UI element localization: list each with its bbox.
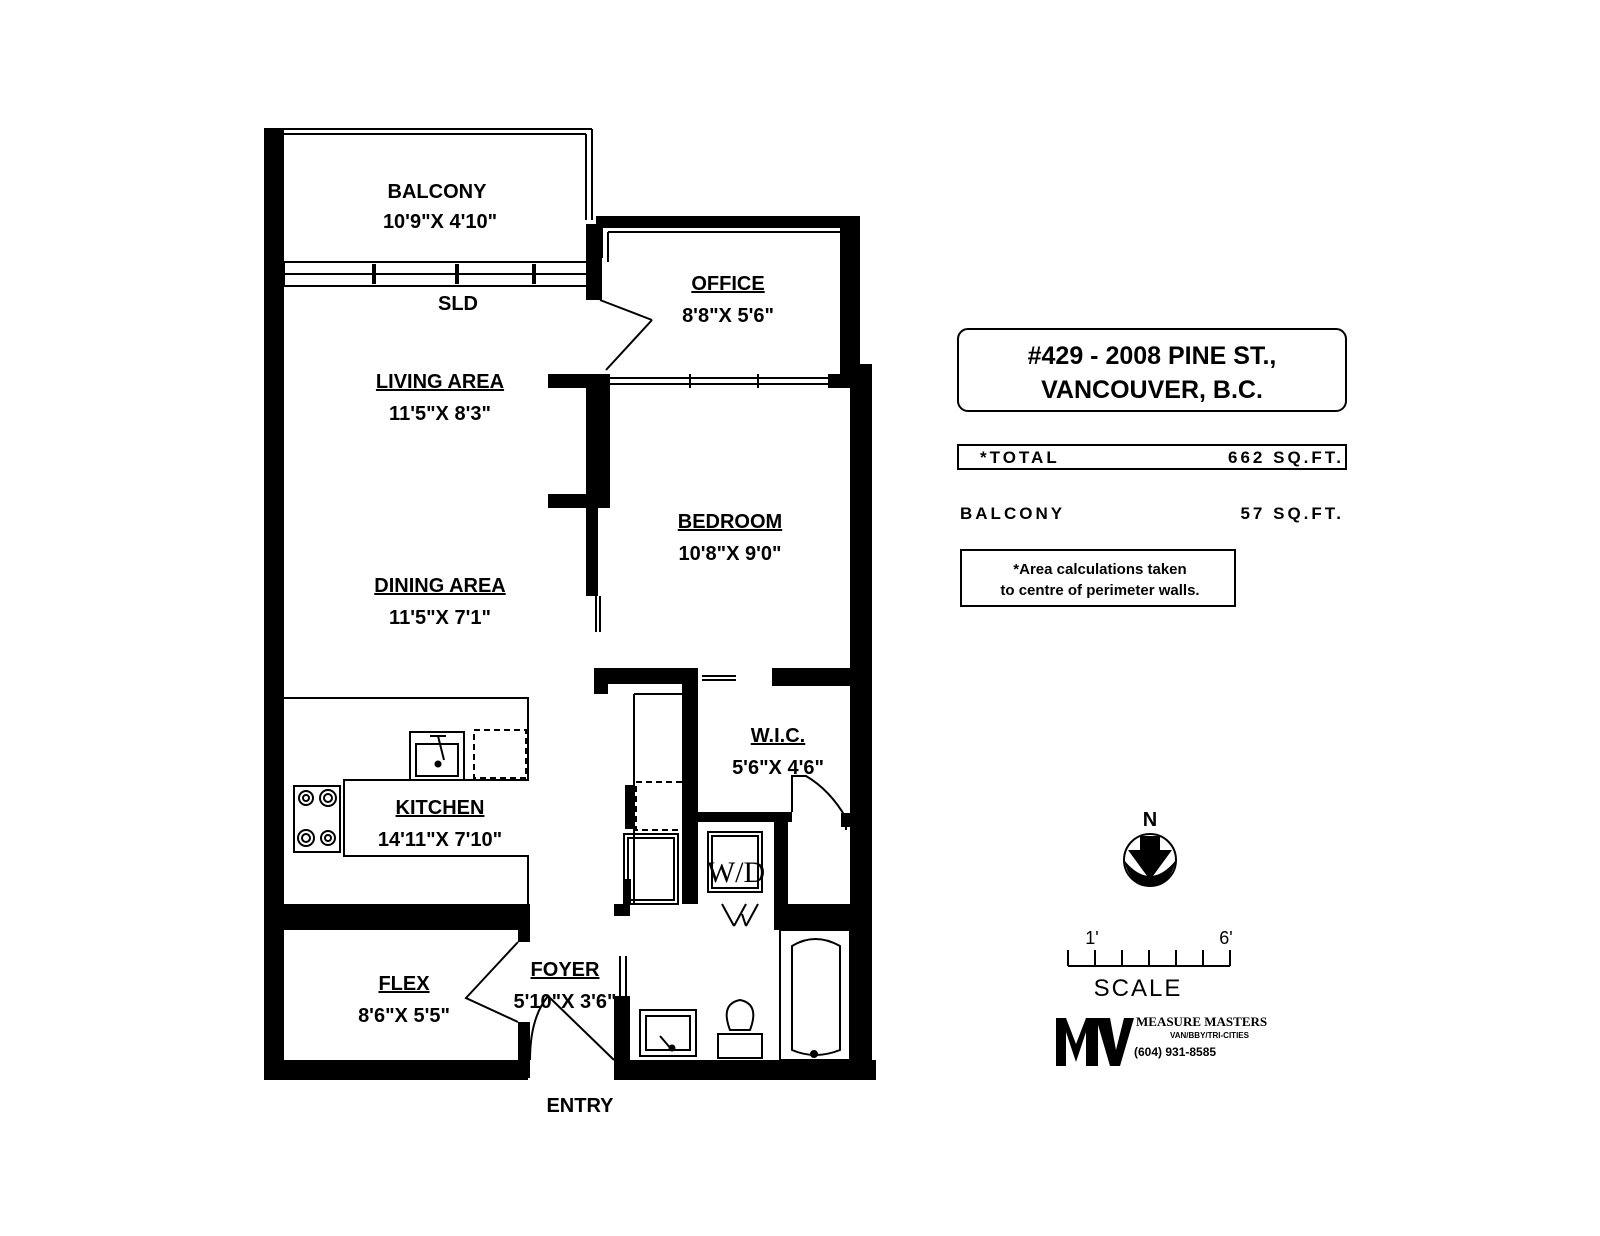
scale-end: 6'	[1219, 928, 1232, 948]
sld-label: SLD	[438, 293, 478, 315]
note-line1: *Area calculations taken	[1013, 561, 1186, 578]
living-dim: 11'5"X 8'3"	[389, 403, 491, 425]
bedroom-office-slider	[610, 374, 828, 388]
wic-door	[791, 775, 851, 830]
flex-dim: 8'6"X 5'5"	[358, 1005, 450, 1027]
wic-name: W.I.C.	[751, 725, 805, 747]
office-door	[599, 299, 653, 371]
address-line2: VANCOUVER, B.C.	[1041, 376, 1263, 404]
kitchen-name: KITCHEN	[396, 797, 485, 819]
washer-dryer	[707, 831, 763, 927]
balcony-area-label: BALCONY	[960, 504, 1065, 523]
office-dim: 8'8"X 5'6"	[682, 305, 774, 327]
scale-start: 1'	[1085, 928, 1098, 948]
office-glass	[601, 228, 840, 262]
toilet	[717, 998, 763, 1059]
foyer-dim: 5'10"X 3'6"	[514, 991, 617, 1013]
wd-label: W/D	[707, 856, 765, 889]
total-area-box: *TOTAL 662 SQ.FT.	[957, 444, 1347, 470]
total-label: *TOTAL	[980, 448, 1060, 467]
dining-dim: 11'5"X 7'1"	[389, 607, 491, 629]
bedroom-door-slider	[595, 596, 736, 681]
kitchen-sink	[409, 731, 465, 781]
scale-bar: 1' 6' SCALE	[1067, 928, 1233, 1002]
balcony-area-row: BALCONY 57 SQ.FT.	[960, 504, 1344, 523]
sliding-door	[283, 224, 602, 300]
foyer-name: FOYER	[531, 959, 600, 981]
office-name: OFFICE	[691, 273, 764, 295]
dining-name: DINING AREA	[374, 575, 505, 597]
living-name: LIVING AREA	[376, 371, 504, 393]
brand-phone: (604) 931-8585	[1134, 1045, 1216, 1059]
note-line2: to centre of perimeter walls.	[1000, 582, 1199, 599]
room-labels: BALCONY 10'9"X 4'10" SLD OFFICE 8'8"X 5'…	[358, 181, 824, 1117]
bedroom-dim: 10'8"X 9'0"	[679, 543, 782, 565]
brand-sub: VAN/BBY/TRI-CITIES	[1170, 1031, 1250, 1040]
flex-name: FLEX	[378, 973, 430, 995]
exterior-walls	[264, 128, 876, 1080]
bedroom-name: BEDROOM	[678, 511, 782, 533]
stove	[293, 785, 341, 853]
scale-label: SCALE	[1094, 975, 1183, 1002]
address-box: #429 - 2008 PINE ST., VANCOUVER, B.C.	[957, 328, 1347, 412]
brand-name: MEASURE MASTERS	[1136, 1014, 1267, 1029]
address-line1: #429 - 2008 PINE ST.,	[1028, 342, 1277, 370]
compass-label: N	[1143, 809, 1157, 831]
balcony-outline	[284, 128, 593, 220]
measure-masters-logo: MEASURE MASTERS VAN/BBY/TRI-CITIES (604)…	[1056, 1014, 1267, 1066]
north-arrow-icon: N	[1123, 809, 1177, 887]
fridge-column	[623, 693, 689, 905]
foyer-divider	[619, 956, 627, 996]
balcony-dim: 10'9"X 4'10"	[383, 211, 497, 233]
note-box: *Area calculations taken to centre of pe…	[960, 549, 1236, 607]
kitchen-dim: 14'11"X 7'10"	[378, 829, 502, 851]
bath-sink	[639, 1009, 697, 1057]
wic-dim: 5'6"X 4'6"	[732, 757, 824, 779]
kitchen-counters	[284, 697, 529, 904]
balcony-area-value: 57 SQ.FT.	[1240, 504, 1344, 523]
flex-door	[464, 941, 519, 1023]
interior-walls	[284, 374, 852, 1078]
total-value: 662 SQ.FT.	[1228, 448, 1344, 467]
balcony-name: BALCONY	[388, 181, 488, 203]
entry-door	[529, 995, 615, 1061]
bathtub	[779, 929, 851, 1061]
dishwasher	[473, 729, 527, 779]
entry-label: ENTRY	[546, 1095, 614, 1117]
